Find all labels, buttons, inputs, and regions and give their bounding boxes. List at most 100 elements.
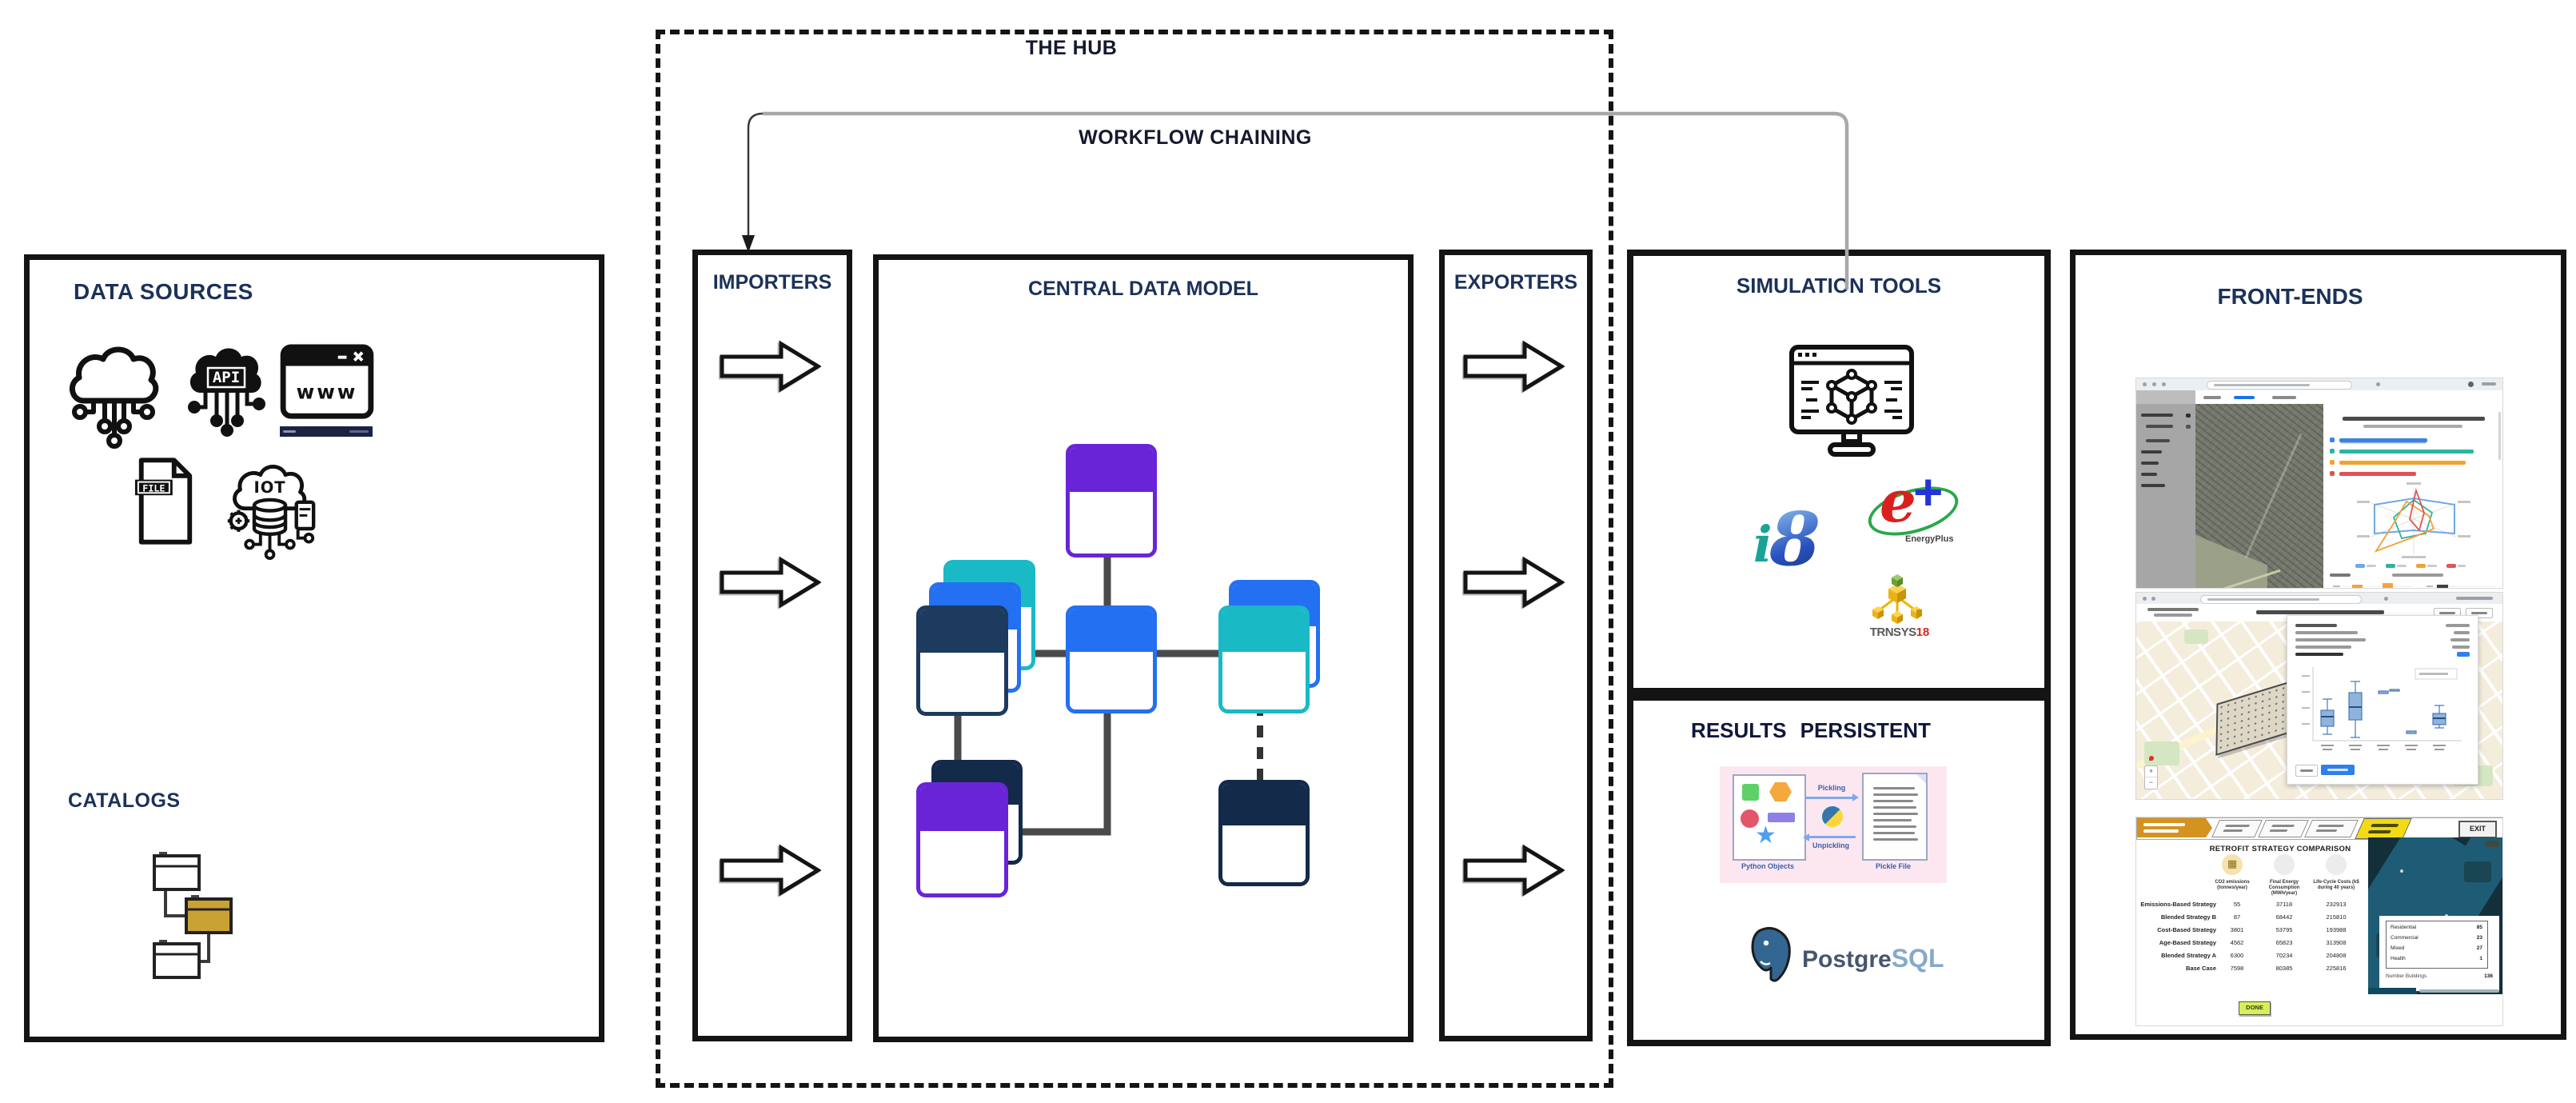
table-row: Base Case 7598 80385 225816 [2136, 965, 2368, 977]
insel-logo: i 8 [1753, 496, 1841, 584]
blue-star-shape: ★ [1755, 822, 1776, 849]
radar-chart [2354, 481, 2474, 561]
step-4[interactable] [2304, 820, 2359, 837]
importers-title: IMPORTERS [712, 271, 832, 294]
step-current-project[interactable] [2137, 818, 2212, 837]
satellite-map[interactable]: Residential 85 Commercial 23 Mixed 27 He… [2368, 837, 2502, 994]
legend-value: 1 [2479, 956, 2482, 961]
legend-total-label: Number Buildings [2386, 973, 2427, 979]
postgres-text-postgre: Postgre [1802, 946, 1892, 973]
legend-total-value: 136 [2484, 973, 2493, 979]
zoom-control[interactable]: + − [2144, 765, 2158, 789]
file-icon-label-svg: FILE [142, 482, 165, 494]
trnsys-name: TRNSYS [1869, 625, 1916, 639]
exit-button[interactable]: EXIT [2458, 821, 2497, 838]
pickle-file-panel [1862, 773, 1928, 861]
pickling-arrow [1806, 797, 1854, 799]
layer-checkbox-row[interactable] [2141, 473, 2157, 476]
python-objects-caption: Python Objects [1741, 862, 1794, 870]
row-label: Age-Based Strategy [2159, 939, 2216, 946]
row-label: Base Case [2186, 965, 2216, 972]
forward-icon[interactable] [2152, 382, 2156, 386]
data-sources-title: DATA SOURCES [74, 279, 253, 304]
overlay-primary-button[interactable] [2321, 765, 2355, 775]
energyplus-e: e [1880, 467, 1916, 535]
emissions-bar-chart [2426, 580, 2499, 588]
window-controls[interactable] [2482, 382, 2496, 386]
pickling-arrowhead [1852, 793, 1859, 801]
unpickling-arrow [1809, 836, 1856, 838]
exporter-arrow [1462, 340, 1565, 393]
tab-3[interactable] [2272, 396, 2296, 399]
panel-scrollbar[interactable] [2498, 412, 2501, 460]
layer-checkbox-row[interactable] [2141, 414, 2173, 417]
model-table-blue-center [1066, 605, 1157, 713]
scenario-link-blue[interactable] [2339, 438, 2427, 442]
exporter-arrow [1462, 556, 1565, 609]
layer-checkbox-row[interactable] [2146, 425, 2173, 428]
address-bar[interactable] [2207, 381, 2352, 390]
front-ends-box: FRONT-ENDS [2070, 250, 2566, 1040]
step-compare-results-active[interactable] [2355, 818, 2412, 839]
cell-value: 37118 [2275, 901, 2293, 908]
column-header-energy: Final Energy Consumption (MWh/year) [2268, 880, 2300, 896]
workflow-chaining-label: WORKFLOW CHAINING [1079, 126, 1312, 149]
layer-checkbox-row[interactable] [2141, 450, 2162, 454]
legend-value: 85 [2476, 925, 2482, 930]
catalogs-diagram [148, 848, 237, 985]
cell-value: 68442 [2275, 913, 2293, 921]
python-objects-panel: ★ [1733, 774, 1806, 861]
legend-label: Mixed [2391, 945, 2405, 951]
aerial-3d-map[interactable] [2195, 404, 2323, 588]
www-icon-label-svg: www [297, 381, 358, 404]
front-ends-title: FRONT-ENDS [2217, 284, 2363, 309]
insel-i: i [1753, 515, 1772, 573]
row-label: Blended Strategy A [2161, 952, 2216, 959]
step-3[interactable] [2258, 820, 2309, 837]
header-button-2[interactable] [2466, 608, 2493, 618]
pickling-diagram: ★ Python Objects Pickling Unpickling [1720, 766, 1947, 883]
green-square-shape [1742, 784, 1759, 801]
done-button[interactable]: DONE [2239, 1001, 2271, 1015]
doc-fold [1916, 774, 1926, 784]
report-title-line [2343, 417, 2485, 421]
scenario-line-red [2339, 472, 2416, 476]
layer-checkbox-row[interactable] [2141, 484, 2165, 487]
importer-arrow [719, 340, 821, 393]
postgres-text-sql: SQL [1891, 944, 1944, 973]
central-data-model-box: CENTRAL DATA MODEL [873, 254, 1414, 1042]
tab-2-active[interactable] [2234, 396, 2255, 399]
toolbar-icons[interactable] [2456, 597, 2493, 600]
profile-icon[interactable] [2468, 382, 2474, 387]
back-icon[interactable] [2143, 382, 2147, 386]
legend-label: Commercial [2391, 935, 2418, 941]
back-icon[interactable] [2143, 597, 2147, 601]
step-2[interactable] [2211, 820, 2263, 837]
unpickling-label: Unpickling [1812, 841, 1849, 849]
layer-checkbox-row[interactable] [2146, 439, 2170, 442]
reload-icon[interactable] [2162, 382, 2166, 386]
cell-value: 65823 [2275, 939, 2293, 946]
tab-1[interactable] [2203, 396, 2221, 399]
overlay-secondary-button[interactable] [2295, 765, 2318, 777]
map-legend-panel: Residential 85 Commercial 23 Mixed 27 He… [2379, 916, 2499, 991]
forward-icon[interactable] [2151, 597, 2155, 601]
scenario-line-orange [2339, 461, 2466, 465]
hub-title: THE HUB [1025, 37, 1118, 59]
map-scrollbar[interactable] [2419, 989, 2499, 993]
insel-8: 8 [1769, 496, 1821, 582]
unpickling-arrowhead [1803, 833, 1809, 841]
map-mini-button[interactable] [2485, 841, 2499, 847]
file-document-icon: FILE [134, 456, 197, 546]
address-bar[interactable] [2200, 594, 2362, 604]
column-header-co2: CO2 emissions (tonnes/year) [2215, 880, 2250, 890]
simulation-monitor-icon [1785, 342, 1918, 462]
extensions-icon[interactable] [2376, 382, 2380, 386]
legend-label: Health [2391, 956, 2406, 961]
table-row: Cost-Based Strategy 3801 53795 193988 [2136, 926, 2368, 939]
app-tabbar-right [2195, 390, 2502, 405]
layer-checkbox-row[interactable] [2141, 462, 2159, 465]
energyplus-caption: EnergyPlus [1905, 534, 1954, 544]
star-icon[interactable] [2384, 597, 2388, 601]
trnsys-version: 18 [1916, 625, 1930, 639]
